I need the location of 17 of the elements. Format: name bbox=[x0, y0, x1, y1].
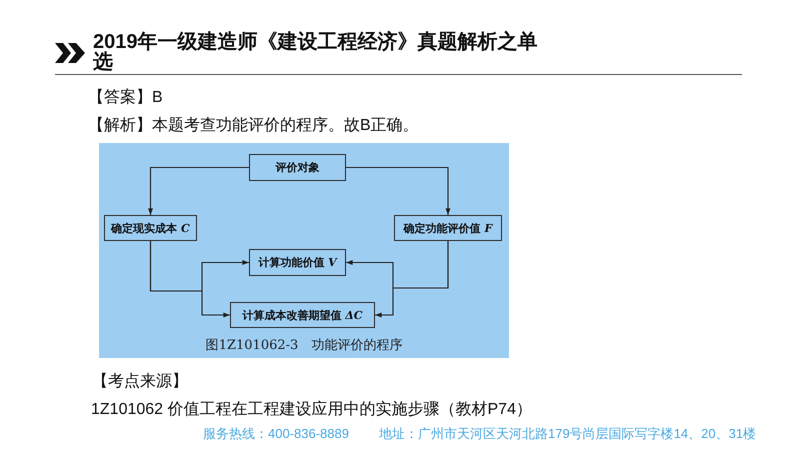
page-title: 2019年一级建造师《建设工程经济》真题解析之单选 bbox=[93, 32, 538, 72]
source-text: 1Z101062 价值工程在工程建设应用中的实施步骤（教材P74） bbox=[91, 400, 532, 420]
analysis-text: 【解析】本题考查功能评价的程序。故B正确。 bbox=[88, 116, 419, 136]
process-box: 计算功能价值 V bbox=[249, 249, 346, 276]
address-text: 地址：广州市天河区天河北路179号尚层国际写字楼14、20、31楼 bbox=[379, 426, 756, 442]
answer-text: 【答案】B bbox=[88, 88, 163, 108]
process-box: 评价对象 bbox=[249, 154, 346, 181]
connector-arrow bbox=[375, 241, 449, 318]
connector-arrow bbox=[150, 241, 230, 318]
figure-caption: 图1Z101062-3 功能评价的程序 bbox=[206, 338, 402, 353]
connector-arrow bbox=[346, 166, 450, 215]
hotline-text: 服务热线：400-836-8889 bbox=[203, 426, 349, 442]
source-heading: 【考点来源】 bbox=[92, 372, 188, 392]
connector-arrow bbox=[148, 166, 249, 215]
process-box: 确定现实成本 C bbox=[104, 215, 197, 241]
process-box: 计算成本改善期望值 ΔC bbox=[230, 302, 375, 328]
process-box: 确定功能评价值 F bbox=[394, 215, 502, 241]
